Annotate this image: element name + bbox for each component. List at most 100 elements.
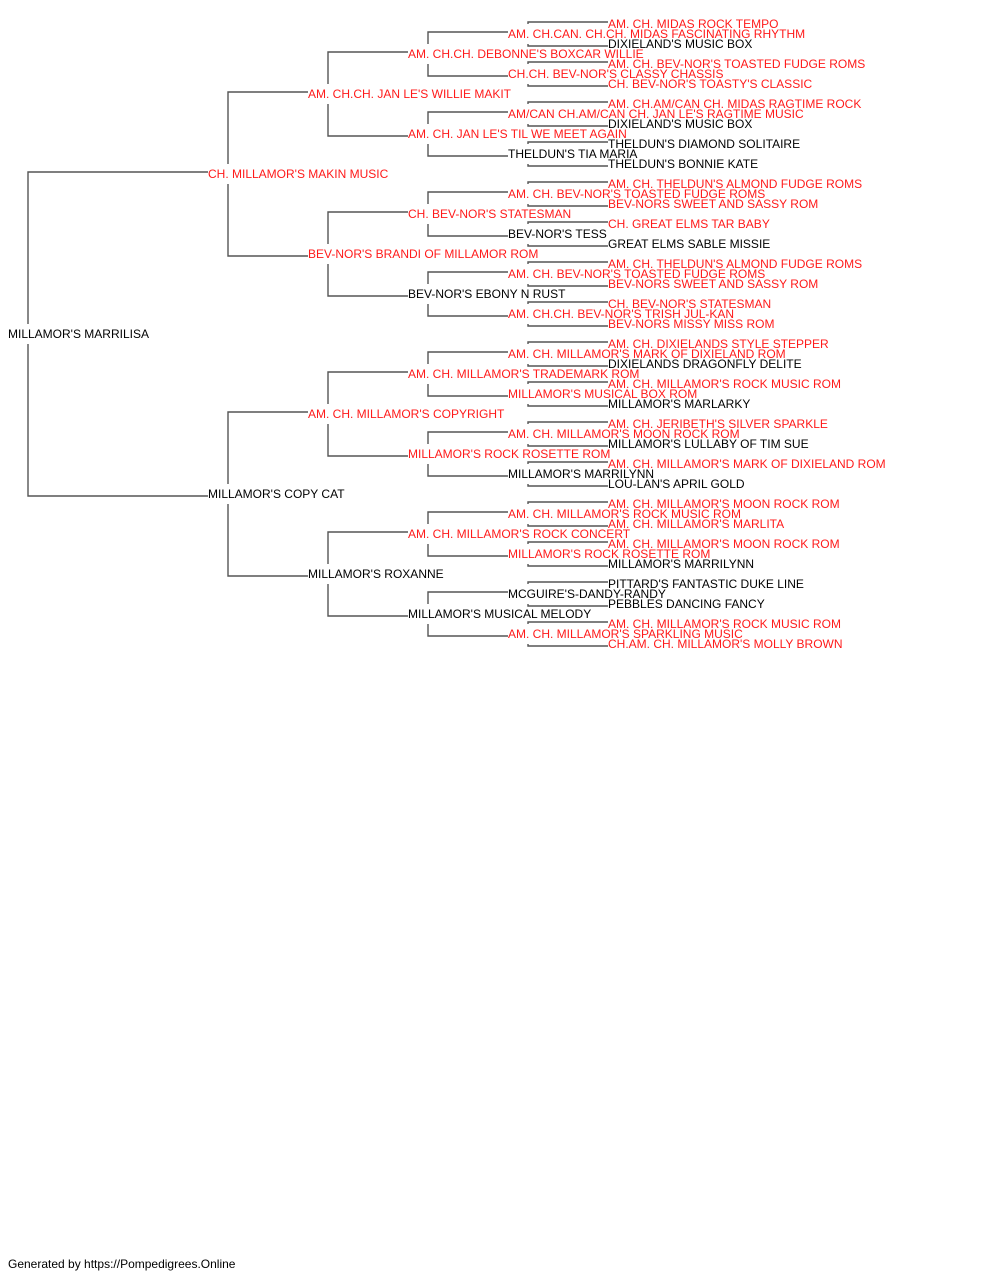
dog-name-gen5: AM. CH. MILLAMOR'S MARLITA (608, 517, 784, 531)
connector-to-sire (527, 501, 608, 504)
connector-to-dam (527, 164, 608, 167)
dog-name-gen5: DIXIELAND'S MUSIC BOX (608, 37, 752, 51)
dog-name-gen5: LOU-LAN'S APRIL GOLD (608, 477, 745, 491)
connector-to-dam (427, 64, 508, 77)
connector-to-sire (427, 351, 508, 364)
dog-name-gen3: AM. CH.CH. DEBONNE'S BOXCAR WILLIE (408, 47, 644, 61)
dog-name-gen4: AM. CH. MILLAMOR'S ROCK MUSIC ROM (508, 507, 741, 521)
connector-to-dam (527, 644, 608, 647)
connector-to-dam (527, 124, 608, 127)
connector-to-dam (427, 224, 508, 237)
dog-name-gen5: THELDUN'S BONNIE KATE (608, 157, 758, 171)
connector-to-dam (327, 104, 408, 137)
connector-to-sire (527, 301, 608, 304)
connector-to-dam (427, 384, 508, 397)
dog-name-gen5: AM. CH. MIDAS ROCK TEMPO (608, 17, 778, 31)
connector-to-sire (427, 431, 508, 444)
connector-to-dam (327, 584, 408, 617)
connector-to-dam (427, 304, 508, 317)
dog-name-gen4: BEV-NOR'S TESS (508, 227, 607, 241)
dog-name-gen4: MILLAMOR'S ROCK ROSETTE ROM (508, 547, 710, 561)
dog-name-gen2: MILLAMOR'S ROXANNE (308, 567, 444, 581)
dog-name-gen3: MILLAMOR'S ROCK ROSETTE ROM (408, 447, 610, 461)
dog-name-gen3: CH. BEV-NOR'S STATESMAN (408, 207, 571, 221)
dog-name-gen4: THELDUN'S TIA MARIA (508, 147, 637, 161)
connector-to-dam (527, 284, 608, 287)
connector-to-sire (427, 191, 508, 204)
dog-name-gen5: CH. BEV-NOR'S STATESMAN (608, 297, 771, 311)
dog-name-gen5: CH. GREAT ELMS TAR BABY (608, 217, 770, 231)
dog-name-gen3: AM. CH. JAN LE'S TIL WE MEET AGAIN (408, 127, 627, 141)
connector-to-sire (527, 461, 608, 464)
dog-name-gen4: CH.CH. BEV-NOR'S CLASSY CHASSIS (508, 67, 723, 81)
connector-to-sire (527, 421, 608, 424)
dog-name-gen5: AM. CH. THELDUN'S ALMOND FUDGE ROMS (608, 177, 862, 191)
connector-to-sire (327, 211, 408, 244)
dog-name-gen5: PITTARD'S FANTASTIC DUKE LINE (608, 577, 804, 591)
dog-name-gen5: THELDUN'S DIAMOND SOLITAIRE (608, 137, 800, 151)
dog-name-gen4: MILLAMOR'S MUSICAL BOX ROM (508, 387, 697, 401)
connector-to-sire (527, 581, 608, 584)
connector-to-dam (527, 44, 608, 47)
connector-to-dam (527, 444, 608, 447)
dog-name-gen3: AM. CH. MILLAMOR'S ROCK CONCERT (408, 527, 631, 541)
dog-name-gen5: GREAT ELMS SABLE MISSIE (608, 237, 770, 251)
dog-name-gen5: AM. CH. MILLAMOR'S MARK OF DIXIELAND ROM (608, 457, 886, 471)
dog-name-gen5: MILLAMOR'S MARRILYNN (608, 557, 754, 571)
connector-to-dam (427, 544, 508, 557)
connector-to-sire (427, 271, 508, 284)
dog-name-gen5: AM. CH. MILLAMOR'S ROCK MUSIC ROM (608, 617, 841, 631)
dog-name-gen5: BEV-NORS SWEET AND SASSY ROM (608, 277, 818, 291)
connector-to-dam (227, 504, 308, 577)
connector-to-dam (527, 364, 608, 367)
footer-credit: Generated by https://Pompedigrees.Online (8, 1257, 236, 1271)
dog-name-gen4: AM. CH.CH. BEV-NOR'S TRISH JUL-KAN (508, 307, 734, 321)
dog-name-gen4: AM. CH.CAN. CH.CH. MIDAS FASCINATING RHY… (508, 27, 805, 41)
dog-name-gen5: AM. CH. BEV-NOR'S TOASTED FUDGE ROMS (608, 57, 865, 71)
connector-to-sire (327, 531, 408, 564)
dog-name-gen4: AM. CH. MILLAMOR'S MARK OF DIXIELAND ROM (508, 347, 786, 361)
connector-to-dam (527, 324, 608, 327)
connector-to-dam (527, 524, 608, 527)
connector-to-sire (527, 181, 608, 184)
dog-name-gen5: AM. CH. MILLAMOR'S MOON ROCK ROM (608, 537, 840, 551)
connector-to-sire (427, 511, 508, 524)
dog-name-gen3: AM. CH. MILLAMOR'S TRADEMARK ROM (408, 367, 639, 381)
connector-to-sire (527, 541, 608, 544)
dog-name-gen5: AM. CH.AM/CAN CH. MIDAS RAGTIME ROCK (608, 97, 861, 111)
connector-to-dam (527, 84, 608, 87)
dog-name-gen5: PEBBLES DANCING FANCY (608, 597, 765, 611)
connector-to-dam (327, 264, 408, 297)
dog-name-gen5: AM. CH. MILLAMOR'S MOON ROCK ROM (608, 497, 840, 511)
connector-to-dam (527, 484, 608, 487)
connector-to-sire (227, 91, 308, 164)
dog-name-gen3: BEV-NOR'S EBONY N RUST (408, 287, 566, 301)
connector-to-dam (427, 144, 508, 157)
dog-name-labels: AM. CH. MIDAS ROCK TEMPO DIXIELAND'S MUSI… (8, 17, 886, 651)
connector-to-sire (527, 101, 608, 104)
dog-name-gen2: AM. CH.CH. JAN LE'S WILLIE MAKIT (308, 87, 512, 101)
dog-name-gen5: AM. CH. MILLAMOR'S ROCK MUSIC ROM (608, 377, 841, 391)
connector-to-dam (27, 344, 208, 497)
connector-to-sire (327, 371, 408, 404)
dog-name-gen5: MILLAMOR'S MARLARKY (608, 397, 750, 411)
dog-name-gen5: BEV-NORS SWEET AND SASSY ROM (608, 197, 818, 211)
dog-name-gen5: CH. BEV-NOR'S TOASTY'S CLASSIC (608, 77, 813, 91)
connector-to-sire (527, 341, 608, 344)
connector-to-dam (527, 404, 608, 407)
connector-to-sire (527, 141, 608, 144)
dog-name-gen4: MILLAMOR'S MARRILYNN (508, 467, 654, 481)
dog-name-gen3: MILLAMOR'S MUSICAL MELODY (408, 607, 591, 621)
dog-name-gen4: AM. CH. BEV-NOR'S TOASTED FUDGE ROMS (508, 187, 765, 201)
connector-to-sire (527, 21, 608, 24)
connector-to-sire (527, 61, 608, 64)
connector-to-sire (227, 411, 308, 484)
connector-to-sire (527, 261, 608, 264)
dog-name-gen5: AM. CH. THELDUN'S ALMOND FUDGE ROMS (608, 257, 862, 271)
connector-to-dam (527, 244, 608, 247)
dog-name-gen5: MILLAMOR'S LULLABY OF TIM SUE (608, 437, 809, 451)
dog-name-gen2: BEV-NOR'S BRANDI OF MILLAMOR ROM (308, 247, 538, 261)
dog-name-gen5: DIXIELANDS DRAGONFLY DELITE (608, 357, 802, 371)
connector-to-dam (527, 564, 608, 567)
